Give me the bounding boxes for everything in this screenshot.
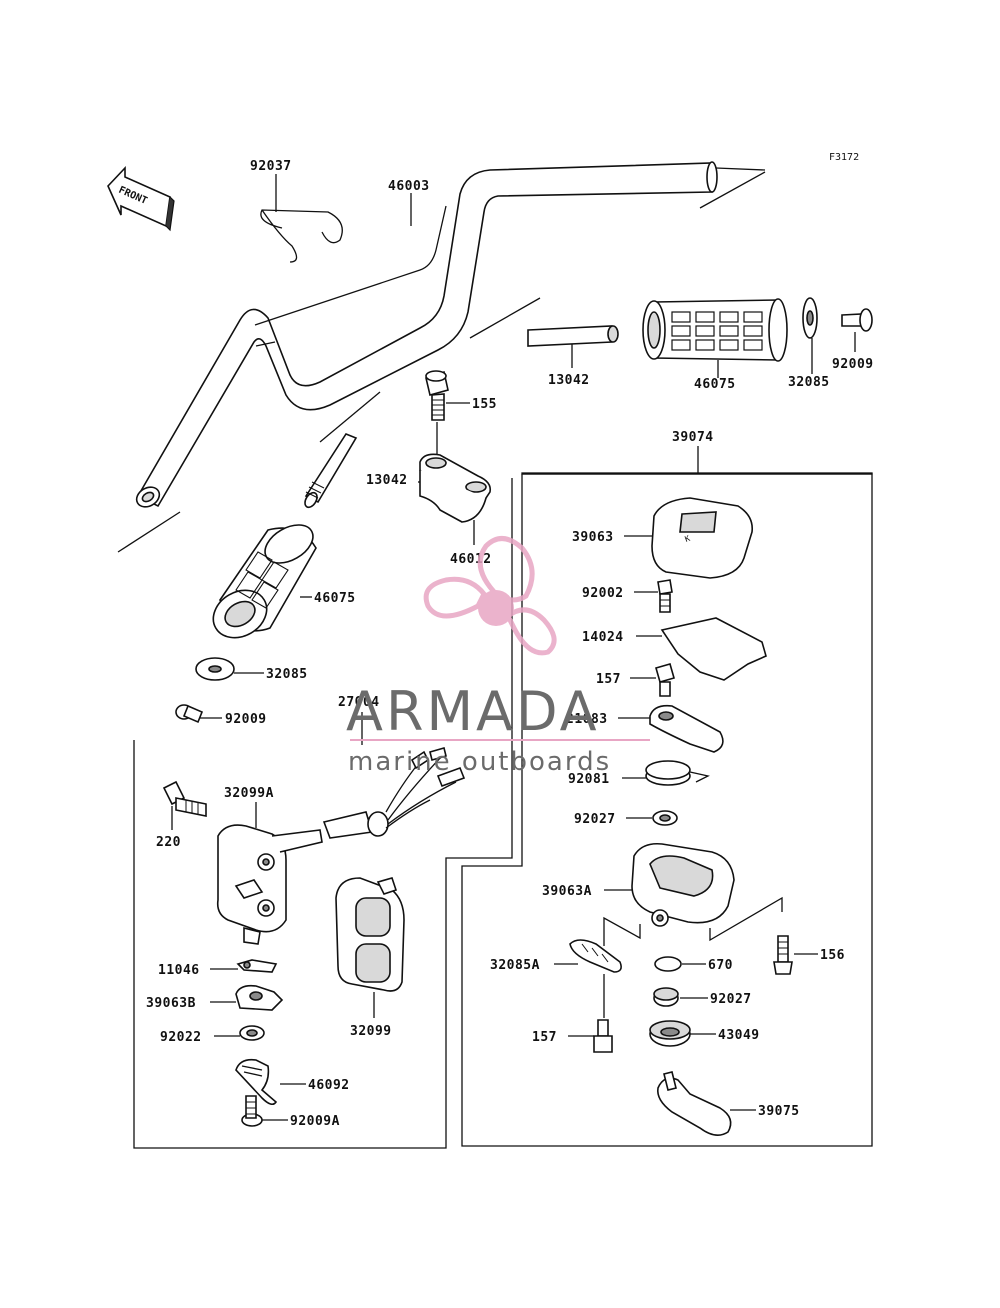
label-39074: 39074: [672, 430, 714, 445]
screw-92009-right: [841, 308, 873, 352]
label-39075: 39075: [758, 1104, 800, 1119]
washer-32085-right: [802, 297, 818, 374]
bolt-220: [162, 780, 207, 830]
part-labels: 92037 46003 13042 46075 32085 92009 155 …: [146, 159, 874, 1129]
spring-92081: [622, 760, 710, 786]
label-11046: 11046: [158, 963, 200, 978]
label-157-upper: 157: [596, 672, 621, 687]
label-92027-upper: 92027: [574, 812, 616, 827]
watermark: ARMADA marine outboards: [346, 536, 650, 777]
label-92037: 92037: [250, 159, 292, 174]
watermark-logo-icon: [423, 536, 557, 656]
label-92002: 92002: [582, 586, 624, 601]
plate-32085A: [554, 939, 622, 1018]
part-21083: [618, 704, 724, 753]
label-13042-right: 13042: [548, 373, 590, 388]
bolt-155: [425, 370, 470, 456]
label-43049: 43049: [718, 1028, 760, 1043]
label-32085A: 32085A: [490, 958, 540, 973]
label-21083: 21083: [566, 712, 608, 727]
clip-92037: [260, 174, 343, 263]
label-92009-left: 92009: [225, 712, 267, 727]
part-11046: [210, 959, 278, 973]
lever-39075: [656, 1071, 756, 1136]
washer-92027-upper: [626, 810, 678, 826]
watermark-tagline: marine outboards: [348, 747, 611, 777]
washer-92022: [214, 1025, 265, 1041]
label-92009-right: 92009: [832, 357, 874, 372]
cover-39063: K: [624, 497, 754, 579]
label-46075-left: 46075: [314, 591, 356, 606]
label-39063: 39063: [572, 530, 614, 545]
label-39063A: 39063A: [542, 884, 592, 899]
label-46075-right: 46075: [694, 377, 736, 392]
bolt-157-upper: [630, 663, 675, 697]
bolt-92002: [634, 579, 673, 613]
label-14024: 14024: [582, 630, 624, 645]
label-32099A: 32099A: [224, 786, 274, 801]
label-220: 220: [156, 835, 181, 850]
seal-43049: [649, 1020, 716, 1047]
front-arrow-icon: FRONT: [107, 165, 175, 232]
bolt-156: [773, 935, 818, 975]
bar-end-plug-left: [304, 391, 381, 509]
label-156: 156: [820, 948, 845, 963]
throttle-tube-13042: [469, 297, 619, 368]
screw-92009A: [241, 1095, 288, 1127]
washer-92027-lower: [653, 987, 708, 1007]
washer-32085-left: [195, 657, 264, 681]
label-13042-left: 13042: [366, 473, 408, 488]
figure-code: F3172: [829, 152, 859, 163]
housing-39063A: [603, 842, 783, 946]
label-92081: 92081: [568, 772, 610, 787]
left-assembly-box: [133, 478, 513, 1149]
switch-housing-32099A: [216, 802, 323, 945]
handlebar-46003: [117, 161, 766, 553]
watermark-brand: ARMADA: [346, 680, 600, 743]
part-39063B: [210, 984, 284, 1011]
wire-harness-27004: [322, 747, 466, 839]
label-92027-lower: 92027: [710, 992, 752, 1007]
label-46092: 46092: [308, 1078, 350, 1093]
lever-46092: [235, 1058, 306, 1106]
svg-text:K: K: [684, 534, 692, 544]
grip-46075-right: [642, 298, 788, 378]
grip-46075-left: [212, 524, 317, 639]
label-92022: 92022: [160, 1030, 202, 1045]
bolt-157-lower: [568, 1019, 613, 1053]
label-32099: 32099: [350, 1024, 392, 1039]
label-92009A: 92009A: [290, 1114, 340, 1129]
label-157-lower: 157: [532, 1030, 557, 1045]
label-27004: 27004: [338, 695, 380, 710]
switch-32099: [335, 877, 405, 1018]
gasket-14024: [636, 617, 767, 681]
label-46003: 46003: [388, 179, 430, 194]
oring-670: [654, 956, 706, 972]
label-32085-right: 32085: [788, 375, 830, 390]
label-670: 670: [708, 958, 733, 973]
label-155: 155: [472, 397, 497, 412]
holder-46012: [418, 453, 492, 545]
screw-92009-left: [175, 704, 222, 724]
label-32085-left: 32085: [266, 667, 308, 682]
label-39063B: 39063B: [146, 996, 196, 1011]
label-46012: 46012: [450, 552, 492, 567]
